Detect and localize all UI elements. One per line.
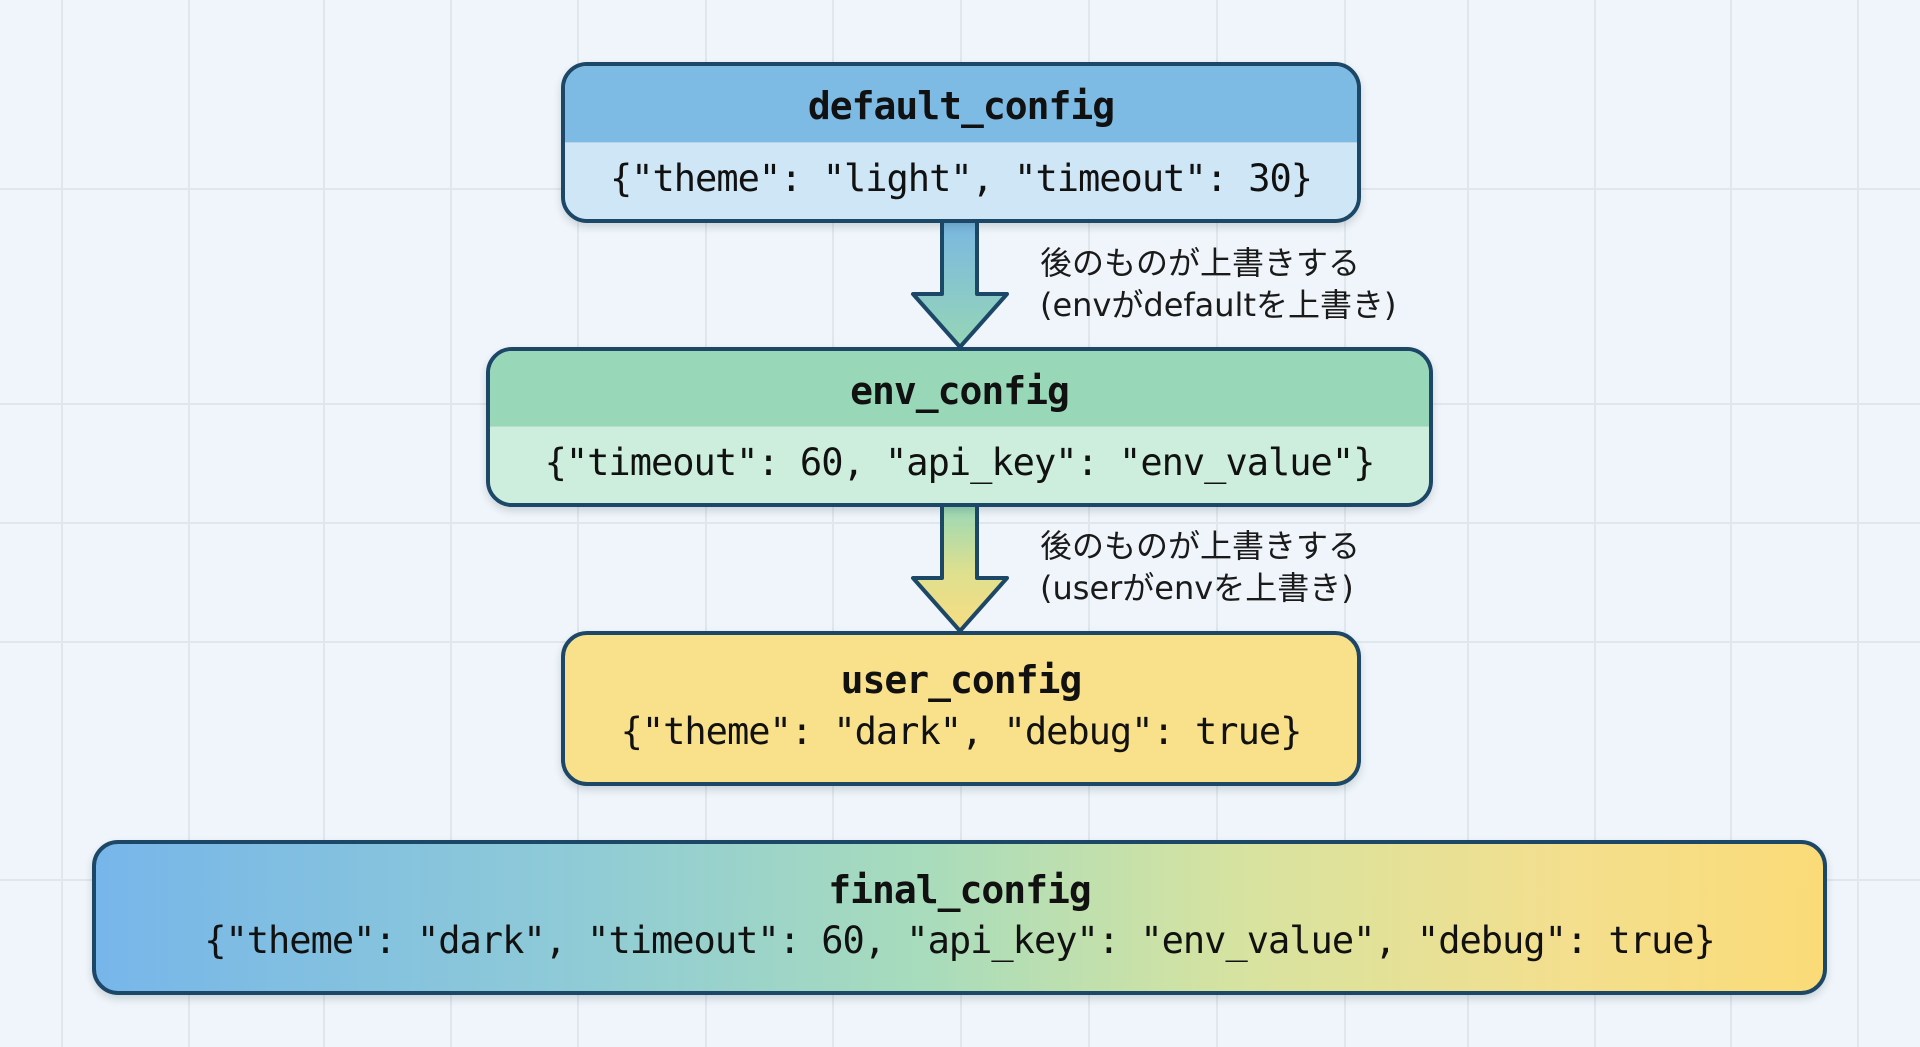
node-env-config: env_config {"timeout": 60, "api_key": "e… xyxy=(486,347,1433,507)
edge-label-line: (envがdefaultを上書き) xyxy=(1040,286,1397,324)
node-default-config: default_config {"theme": "light", "timeo… xyxy=(561,62,1361,223)
edge-label-line: 後のものが上書きする xyxy=(1040,527,1361,565)
node-value: {"theme": "light", "timeout": 30} xyxy=(565,142,1357,219)
node-value: {"theme": "dark", "debug": true} xyxy=(620,710,1303,753)
arrow-down-icon xyxy=(911,502,1009,633)
node-final-config: final_config {"theme": "dark", "timeout"… xyxy=(92,840,1827,995)
node-value: {"timeout": 60, "api_key": "env_value"} xyxy=(490,426,1429,503)
arrow-down-icon xyxy=(911,218,1009,349)
node-title: default_config xyxy=(565,66,1357,142)
node-user-config: user_config {"theme": "dark", "debug": t… xyxy=(561,631,1361,786)
node-title: env_config xyxy=(490,351,1429,426)
node-value: {"theme": "dark", "timeout": 60, "api_ke… xyxy=(204,919,1716,962)
edge-label-default-to-env: 後のものが上書きする (envがdefaultを上書き) xyxy=(1040,242,1396,326)
node-title: final_config xyxy=(828,868,1092,912)
edge-label-line: 後のものが上書きする xyxy=(1040,244,1361,282)
node-title: user_config xyxy=(840,658,1083,702)
edge-label-line: (userがenvを上書き) xyxy=(1040,569,1354,607)
edge-label-env-to-user: 後のものが上書きする (userがenvを上書き) xyxy=(1040,525,1360,609)
